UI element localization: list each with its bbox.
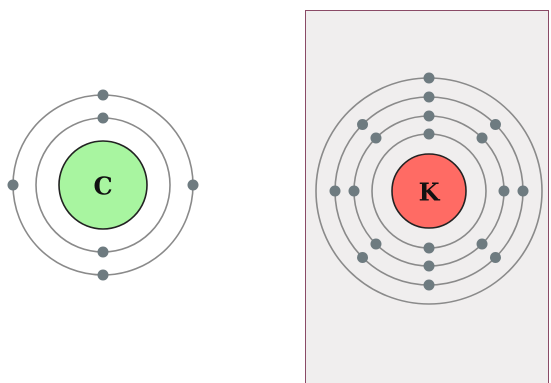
carbon-electron bbox=[187, 179, 199, 191]
potassium-electron bbox=[423, 242, 435, 254]
potassium-electron bbox=[348, 185, 360, 197]
potassium-electron bbox=[489, 119, 501, 131]
potassium-electron bbox=[498, 185, 510, 197]
potassium-electron bbox=[476, 132, 488, 144]
potassium-electron bbox=[423, 260, 435, 272]
potassium-electron bbox=[423, 72, 435, 84]
potassium-electron bbox=[489, 251, 501, 263]
carbon-electron bbox=[97, 89, 109, 101]
potassium-electron bbox=[370, 132, 382, 144]
carbon-atom: C bbox=[7, 89, 199, 281]
potassium-electron bbox=[423, 110, 435, 122]
carbon-nucleus bbox=[58, 140, 148, 230]
potassium-symbol: K bbox=[419, 178, 441, 207]
carbon-electron bbox=[97, 112, 109, 124]
carbon-symbol: C bbox=[93, 172, 112, 201]
potassium-electron bbox=[476, 238, 488, 250]
potassium-electron bbox=[423, 91, 435, 103]
carbon-electrons bbox=[7, 89, 199, 281]
carbon-electron bbox=[97, 246, 109, 258]
potassium-atom: K bbox=[315, 72, 543, 305]
potassium-electron bbox=[357, 119, 369, 131]
carbon-electron bbox=[97, 269, 109, 281]
potassium-electron bbox=[357, 251, 369, 263]
potassium-electrons bbox=[329, 72, 529, 291]
potassium-electron bbox=[329, 185, 341, 197]
potassium-nucleus bbox=[391, 153, 467, 229]
carbon-electron bbox=[7, 179, 19, 191]
potassium-electron bbox=[517, 185, 529, 197]
potassium-electron bbox=[423, 128, 435, 140]
potassium-electron bbox=[423, 279, 435, 291]
potassium-electron bbox=[370, 238, 382, 250]
